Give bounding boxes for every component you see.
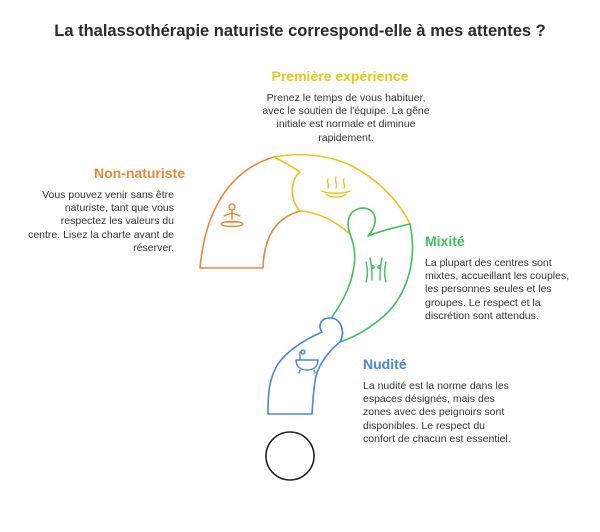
- text-nudite: La nudité est la norme dans les espaces …: [363, 380, 511, 445]
- hot-spring-icon: [321, 176, 351, 198]
- body-torso-icon: [365, 257, 387, 283]
- heading-mixite: Mixité: [425, 233, 465, 249]
- segment-premiere: [273, 153, 411, 237]
- question-mark-dot: [265, 431, 315, 481]
- segment-non-naturiste: [199, 156, 301, 269]
- segment-mixite: [319, 207, 414, 343]
- page-title: La thalassothérapie naturiste correspond…: [54, 22, 546, 40]
- heading-non-naturiste: Non-naturiste: [94, 165, 185, 181]
- meditation-person-icon: [220, 203, 244, 228]
- text-mixite: La plupart des centres sont mixtes, accu…: [425, 257, 570, 322]
- text-non-naturiste: Vous pouvez venir sans être naturiste, t…: [28, 189, 174, 254]
- heading-premiere: Première expérience: [271, 68, 409, 84]
- segment-nudite: [267, 317, 344, 415]
- bathtub-icon: [295, 349, 319, 374]
- text-premiere: Prenez le temps de vous habituer, avec l…: [262, 92, 430, 144]
- heading-nudite: Nudité: [363, 356, 407, 372]
